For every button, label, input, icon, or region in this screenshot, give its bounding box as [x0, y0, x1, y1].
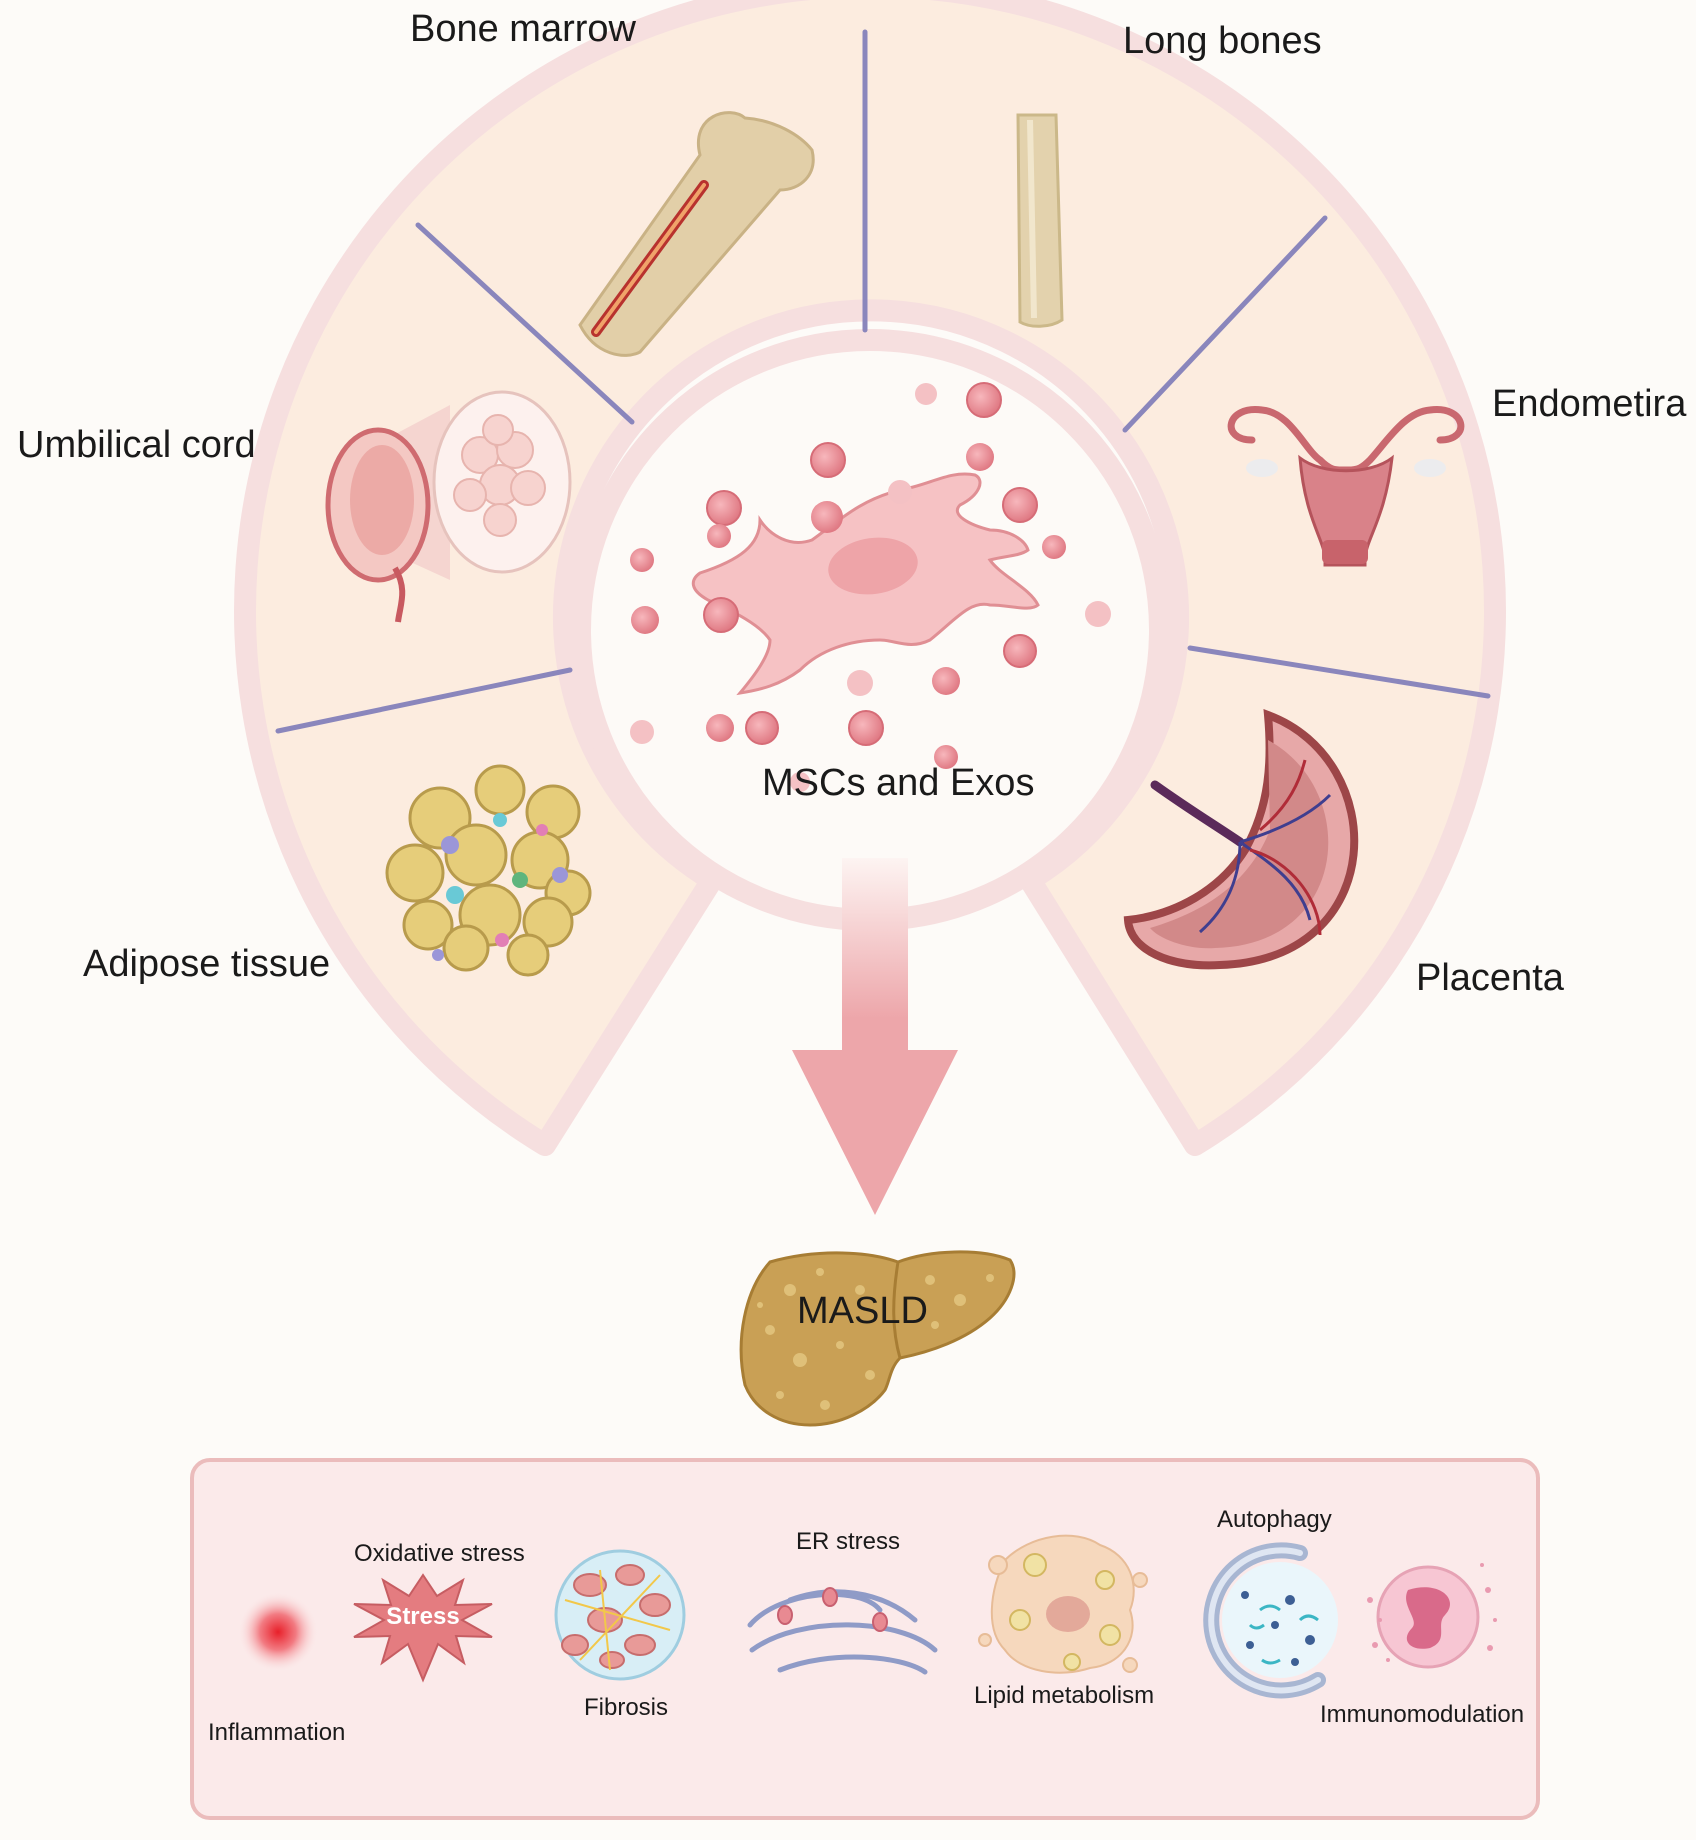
exosome [706, 714, 734, 742]
label-lipid-metabolism: Lipid metabolism [974, 1682, 1155, 1709]
exosome [703, 597, 739, 633]
placenta-icon [1123, 709, 1359, 970]
uterus-icon [1227, 406, 1465, 567]
exosome [932, 667, 960, 695]
exosome [888, 480, 912, 504]
label-fibrosis: Fibrosis [584, 1694, 669, 1721]
umbilical-fetus-icon [325, 390, 572, 623]
msc-cell-icon [691, 472, 1040, 696]
autophagy-icon [1203, 1542, 1338, 1699]
exosome [1085, 601, 1111, 627]
divider-umbilical-adipose [275, 667, 573, 734]
exosome [630, 720, 654, 744]
label-immunomodulation: Immunomodulation [1320, 1701, 1525, 1728]
label-placenta: Placenta [1416, 957, 1564, 999]
label-autophagy: Autophagy [1217, 1506, 1332, 1533]
femur-icon [578, 111, 815, 357]
inflammation-icon [238, 1592, 318, 1672]
exosome [745, 711, 779, 745]
sector-dividers [275, 29, 1491, 734]
label-bone-marrow: Bone marrow [410, 8, 636, 50]
label-masld: MASLD [797, 1290, 928, 1332]
exosome [1002, 487, 1038, 523]
lipid-droplet-icon [978, 1534, 1148, 1674]
label-oxidative-stress: Oxidative stress [354, 1540, 525, 1567]
liver-icon [739, 1250, 1016, 1427]
exosome [847, 670, 873, 696]
exosome [706, 490, 742, 526]
exosome [966, 382, 1002, 418]
fibrosis-icon [554, 1549, 686, 1681]
label-inflammation: Inflammation [208, 1719, 346, 1746]
er-stress-icon [747, 1587, 938, 1675]
label-endometrium: Endometira [1492, 383, 1687, 425]
label-adipose-tissue: Adipose tissue [83, 943, 331, 985]
divider-endo-placenta [1187, 645, 1491, 699]
stress-badge-text: Stress [386, 1603, 460, 1630]
label-er-stress: ER stress [796, 1528, 901, 1555]
exosome [848, 710, 884, 746]
immune-cell-icon [1367, 1563, 1497, 1669]
divider-bone-umbilical [415, 222, 635, 425]
adipose-cluster-icon [385, 764, 592, 977]
exosome-group [630, 382, 1111, 792]
exosome [810, 442, 846, 478]
exosome [707, 524, 731, 548]
label-umbilical-cord: Umbilical cord [17, 424, 256, 466]
exosome [811, 501, 843, 533]
divider-long-endo [1122, 215, 1328, 433]
exosome [1003, 634, 1037, 668]
down-arrow-icon [792, 858, 958, 1215]
exosome [630, 548, 654, 572]
exosome [915, 383, 937, 405]
exosome [966, 443, 994, 471]
exosome [1042, 535, 1066, 559]
exosome [934, 745, 958, 769]
label-mscs-exos: MSCs and Exos [762, 762, 1035, 804]
exosome [631, 606, 659, 634]
exosome [790, 772, 810, 792]
stress-star-icon [353, 1573, 493, 1683]
long-bone-icon [1016, 113, 1064, 328]
label-long-bones: Long bones [1123, 20, 1322, 62]
